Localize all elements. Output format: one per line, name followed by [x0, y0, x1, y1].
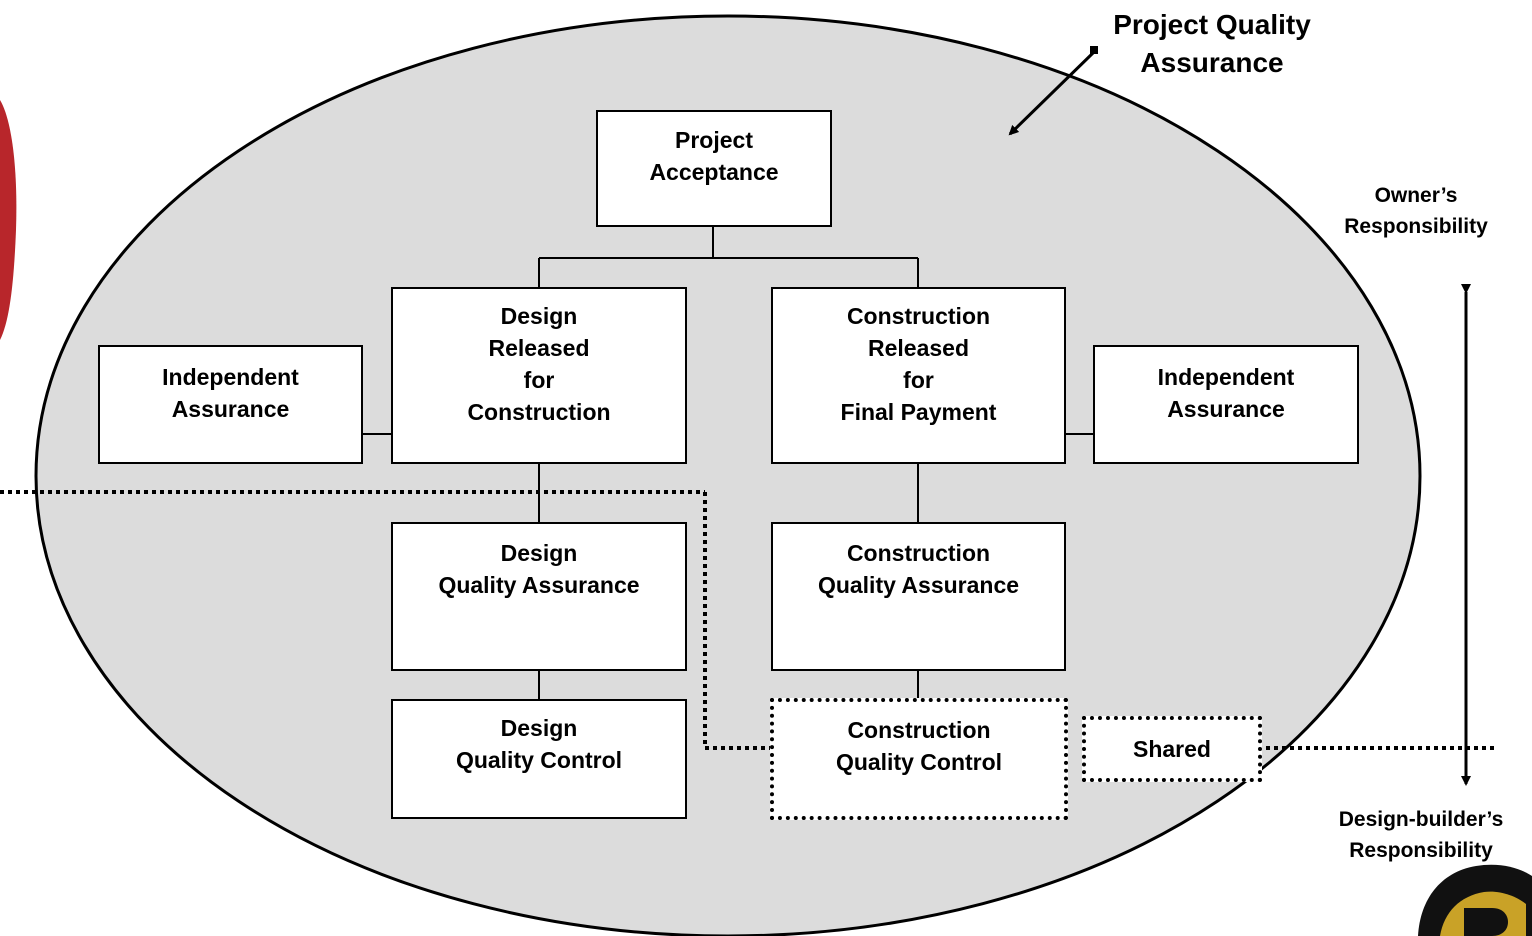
tree-connectors	[362, 226, 1094, 699]
shared-box: Shared	[1082, 716, 1262, 782]
design-released-box: Design Released for Construction	[391, 287, 687, 464]
construction-quality-control-box: Construction Quality Control	[770, 698, 1068, 820]
independent-assurance-left-box: Independent Assurance	[98, 345, 363, 464]
diagram-title: Project Quality Assurance	[1113, 9, 1311, 78]
university-logo-fragment	[1418, 864, 1532, 936]
design-quality-assurance-box: Design Quality Assurance	[391, 522, 687, 671]
independent-assurance-right-box: Independent Assurance	[1093, 345, 1359, 464]
title-pointer-arrow	[1008, 50, 1096, 136]
design-quality-control-box: Design Quality Control	[391, 699, 687, 819]
construction-released-box: Construction Released for Final Payment	[771, 287, 1066, 464]
project-qa-ellipse	[34, 14, 1422, 936]
left-decoration-image	[0, 100, 17, 340]
project-acceptance-box: Project Acceptance	[596, 110, 832, 227]
title-pointer-square	[1090, 46, 1098, 54]
responsibility-boundary-dotted	[0, 490, 1496, 750]
construction-quality-assurance-box: Construction Quality Assurance	[771, 522, 1066, 671]
design-builder-responsibility-label: Design-builder’s Responsibility	[1338, 808, 1504, 862]
owner-responsibility-label: Owner’s Responsibility	[1344, 184, 1488, 238]
